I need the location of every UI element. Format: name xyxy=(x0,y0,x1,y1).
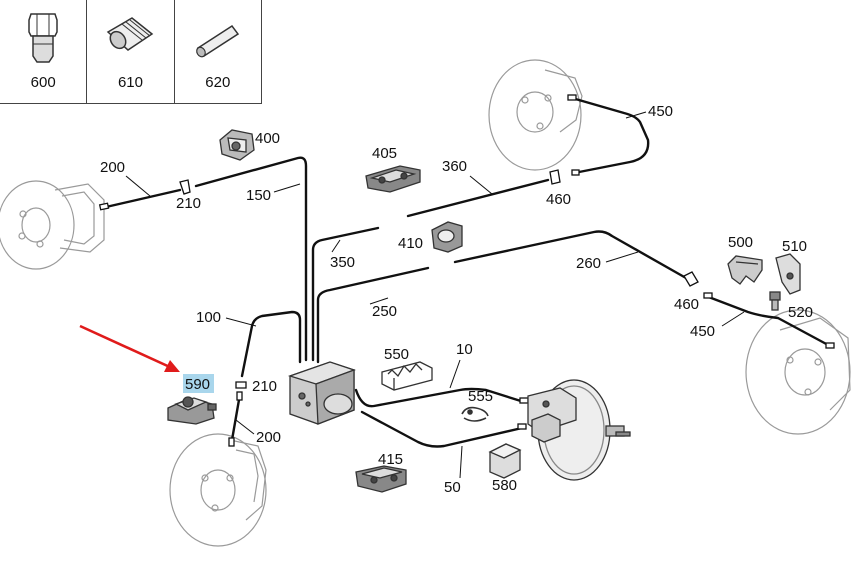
clip-460-top xyxy=(549,169,561,185)
rear-top-brake-disc xyxy=(488,59,583,171)
clamp-555[interactable] xyxy=(461,406,489,422)
legend-number-600: 600 xyxy=(30,74,56,91)
line-260 xyxy=(453,230,688,280)
label-150: 150 xyxy=(246,187,271,204)
legend-number-610: 610 xyxy=(117,74,143,91)
brake-booster[interactable] xyxy=(527,379,631,481)
label-350: 350 xyxy=(330,254,355,271)
label-200-left: 200 xyxy=(100,159,125,176)
abs-hydraulic-unit[interactable] xyxy=(287,361,356,425)
holder-405[interactable] xyxy=(365,165,421,193)
line-450-right xyxy=(704,294,832,348)
clip-460-right xyxy=(683,271,699,287)
leader-lines xyxy=(125,111,745,479)
label-200-bottom: 200 xyxy=(256,429,281,446)
bracket-410[interactable] xyxy=(431,221,463,253)
rear-right-brake-disc xyxy=(745,309,851,435)
label-405: 405 xyxy=(372,145,397,162)
line-fittings xyxy=(98,94,835,447)
label-460-right: 460 xyxy=(674,296,699,313)
sleeve-icon xyxy=(107,17,154,51)
highlight-590 xyxy=(183,374,214,393)
label-450-right: 450 xyxy=(690,323,715,340)
line-360 xyxy=(406,178,550,218)
line-200-left xyxy=(104,188,182,209)
line-200-bottom xyxy=(230,392,242,442)
label-580: 580 xyxy=(492,477,517,494)
clip-210-left xyxy=(179,179,191,195)
label-415: 415 xyxy=(378,451,403,468)
label-210-left: 210 xyxy=(176,195,201,212)
line-50 xyxy=(360,410,524,448)
pin-icon xyxy=(195,24,239,58)
legend-cell-620[interactable]: 620 xyxy=(175,0,261,103)
label-520: 520 xyxy=(788,304,813,321)
label-460-top: 460 xyxy=(546,191,571,208)
legend-cell-600[interactable]: 600 xyxy=(0,0,88,103)
nut-icon xyxy=(28,13,58,63)
bracket-500[interactable] xyxy=(727,255,763,285)
small-parts-legend: 600 610 620 xyxy=(0,0,262,104)
label-550: 550 xyxy=(384,346,409,363)
legend-number-620: 620 xyxy=(205,74,231,91)
label-100: 100 xyxy=(196,309,221,326)
label-510: 510 xyxy=(782,238,807,255)
line-150 xyxy=(194,156,308,362)
label-210-bottom: 210 xyxy=(252,378,277,395)
line-100 xyxy=(240,310,302,378)
line-450-top xyxy=(570,96,650,175)
line-350 xyxy=(311,226,380,362)
label-360: 360 xyxy=(442,158,467,175)
holder-415[interactable] xyxy=(355,465,407,493)
front-left-brake-disc xyxy=(0,180,105,270)
line-10 xyxy=(354,387,526,408)
brake-lines xyxy=(104,96,832,448)
label-590: 590 xyxy=(185,376,210,393)
red-pointer-arrow xyxy=(79,324,180,372)
clip-210-bottom xyxy=(235,381,247,389)
front-bottom-brake-disc xyxy=(169,433,267,547)
label-250: 250 xyxy=(372,303,397,320)
clip-strip-550[interactable] xyxy=(381,361,433,391)
label-555: 555 xyxy=(468,388,493,405)
legend-cell-610[interactable]: 610 xyxy=(87,0,175,103)
label-400: 400 xyxy=(255,130,280,147)
label-10: 10 xyxy=(456,341,473,358)
label-410: 410 xyxy=(398,235,423,252)
bracket-400[interactable] xyxy=(219,129,255,161)
damper-580[interactable] xyxy=(488,443,522,479)
label-500: 500 xyxy=(728,234,753,251)
line-250 xyxy=(316,266,430,364)
label-450-top: 450 xyxy=(648,103,673,120)
sensor-590[interactable] xyxy=(167,396,217,425)
label-50: 50 xyxy=(444,479,461,496)
label-260: 260 xyxy=(576,255,601,272)
bolt-520[interactable] xyxy=(769,291,781,311)
bracket-510[interactable] xyxy=(775,253,801,295)
